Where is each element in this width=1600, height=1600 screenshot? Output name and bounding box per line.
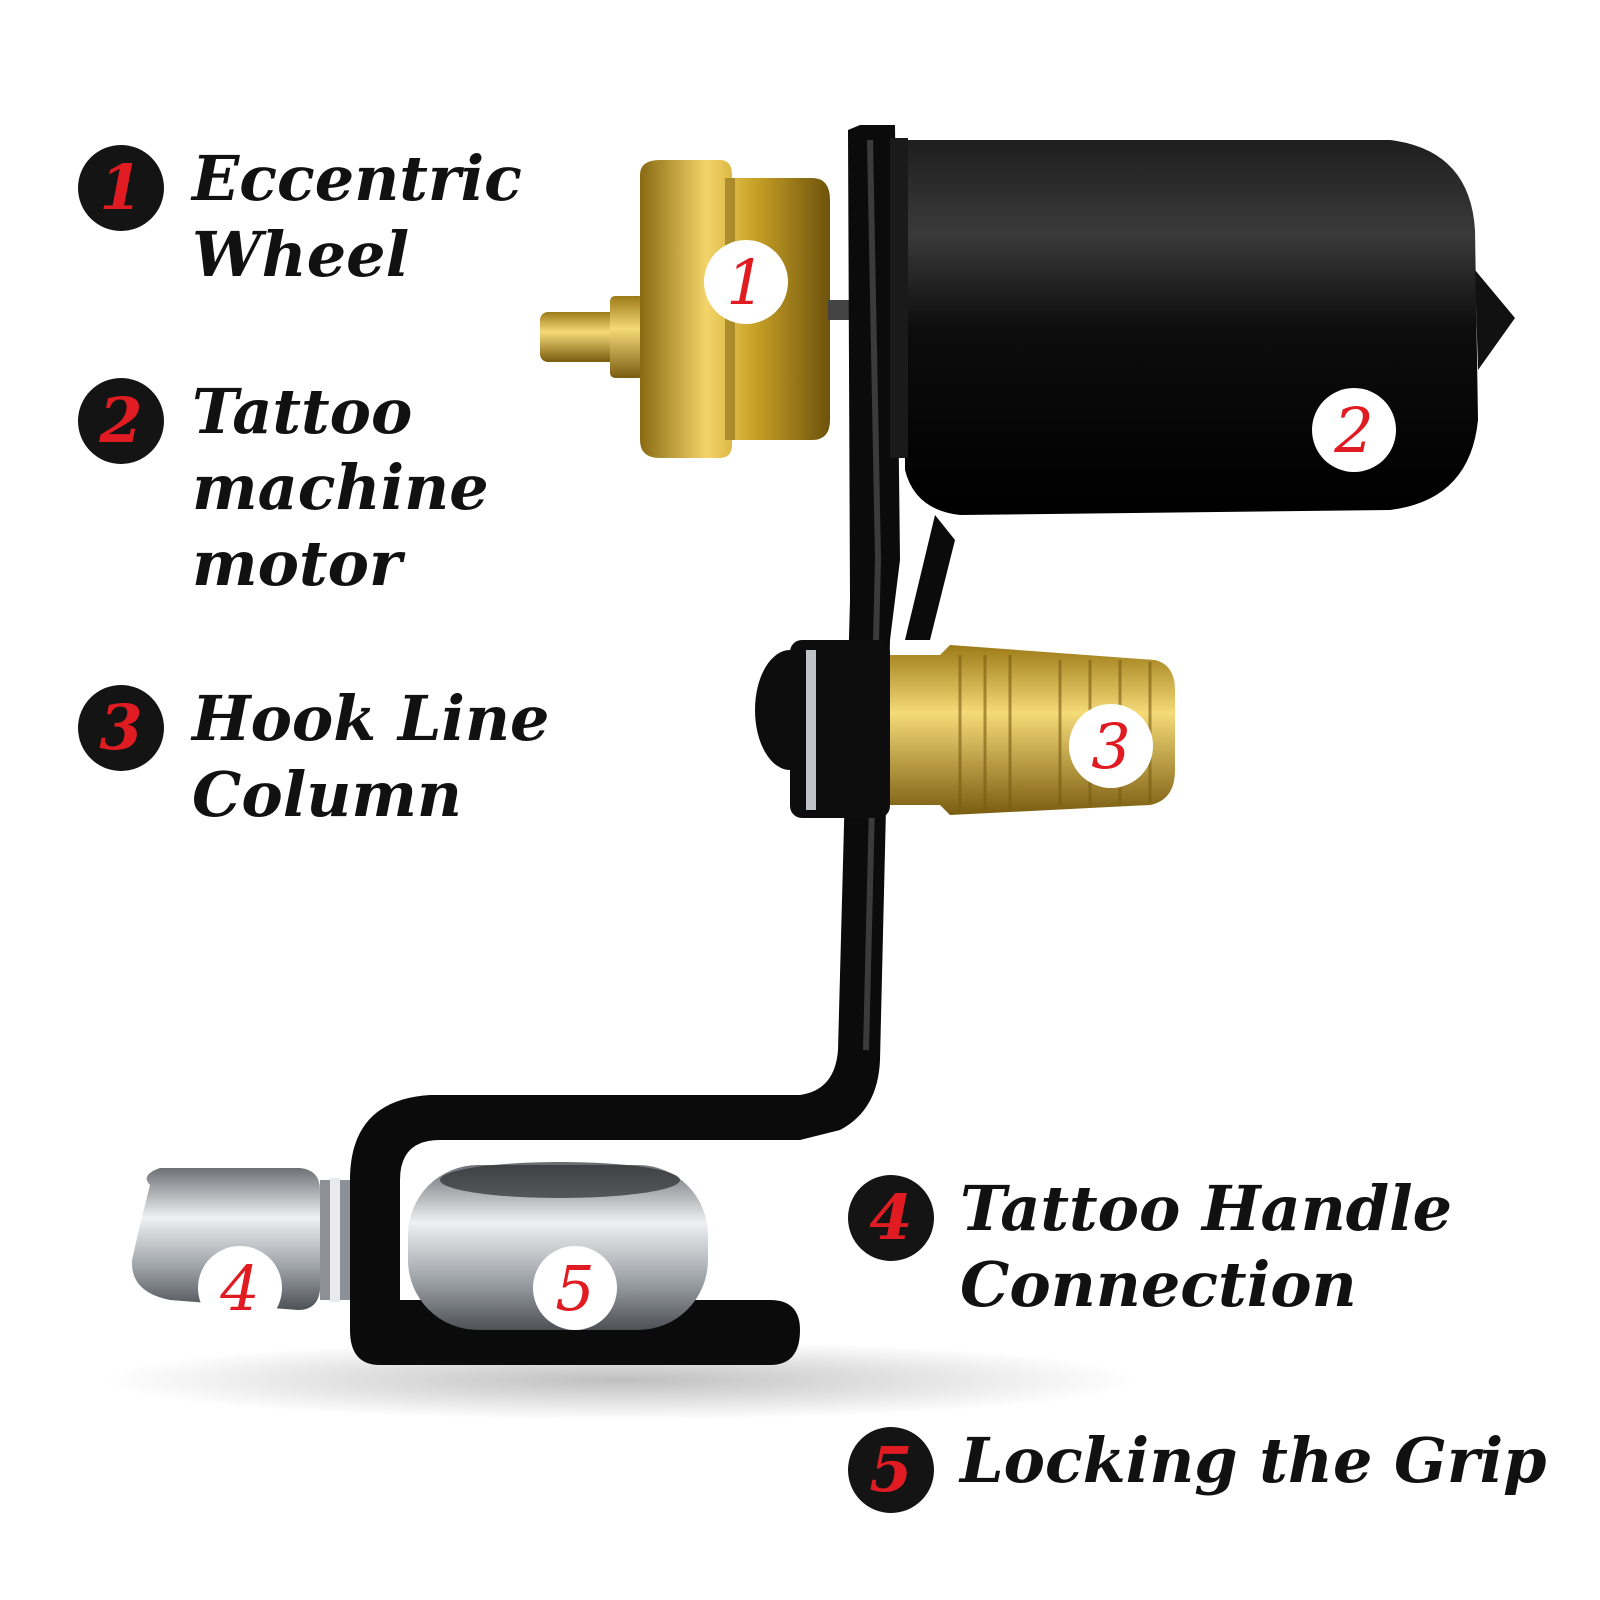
legend-badge: 5 — [848, 1427, 934, 1513]
marker-2: 2 — [1312, 388, 1396, 472]
legend-badge: 2 — [78, 378, 164, 464]
marker-5-label: 5 — [555, 1252, 594, 1325]
legend-label: Eccentric Wheel — [192, 142, 522, 291]
marker-3: 3 — [1069, 704, 1153, 788]
legend-label: Tattoo Handle Connection — [960, 1172, 1453, 1321]
legend-item-eccentric-wheel: 1 Eccentric Wheel — [78, 142, 522, 293]
marker-3-label: 3 — [1091, 710, 1130, 783]
marker-5: 5 — [533, 1246, 617, 1330]
legend-badge: 1 — [78, 145, 164, 231]
legend-item-hook-line-column: 3 Hook Line Column — [78, 682, 550, 833]
legend-badge: 4 — [848, 1175, 934, 1261]
marker-1: 1 — [704, 240, 788, 324]
marker-1-label: 1 — [726, 246, 765, 319]
legend-badge: 3 — [78, 685, 164, 771]
legend-item-handle-connection: 4 Tattoo Handle Connection — [848, 1172, 1452, 1323]
legend-item-motor: 2 Tattoo machine motor — [78, 375, 489, 602]
marker-4-label: 4 — [219, 1252, 259, 1325]
legend-label: Locking the Grip — [960, 1424, 1547, 1497]
marker-2-label: 2 — [1333, 394, 1373, 467]
marker-4: 4 — [198, 1246, 282, 1330]
legend-label: Hook Line Column — [192, 682, 550, 831]
legend-label: Tattoo machine motor — [192, 375, 489, 600]
legend-item-locking-grip: 5 Locking the Grip — [848, 1424, 1547, 1513]
